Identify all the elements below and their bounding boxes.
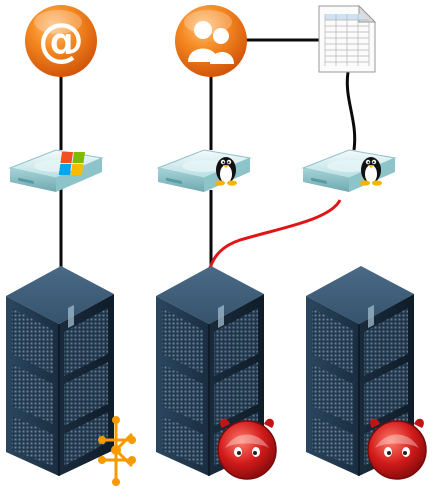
users-icon [175, 5, 247, 77]
at-sign-icon: @ [25, 5, 97, 77]
connection-lines [59, 38, 357, 270]
link-red-storage3-server2 [208, 199, 342, 269]
svg-text:@: @ [38, 13, 84, 67]
spreadsheet-document-icon [318, 4, 377, 73]
server-rack-1 [5, 265, 115, 477]
storage-node-1 [9, 149, 103, 193]
storage-node-2 [157, 149, 251, 193]
windows-logo-icon [58, 152, 85, 175]
network-node-icon [98, 416, 136, 486]
link-spreadsheet-storage3 [345, 71, 357, 151]
storage-node-3 [302, 149, 396, 193]
